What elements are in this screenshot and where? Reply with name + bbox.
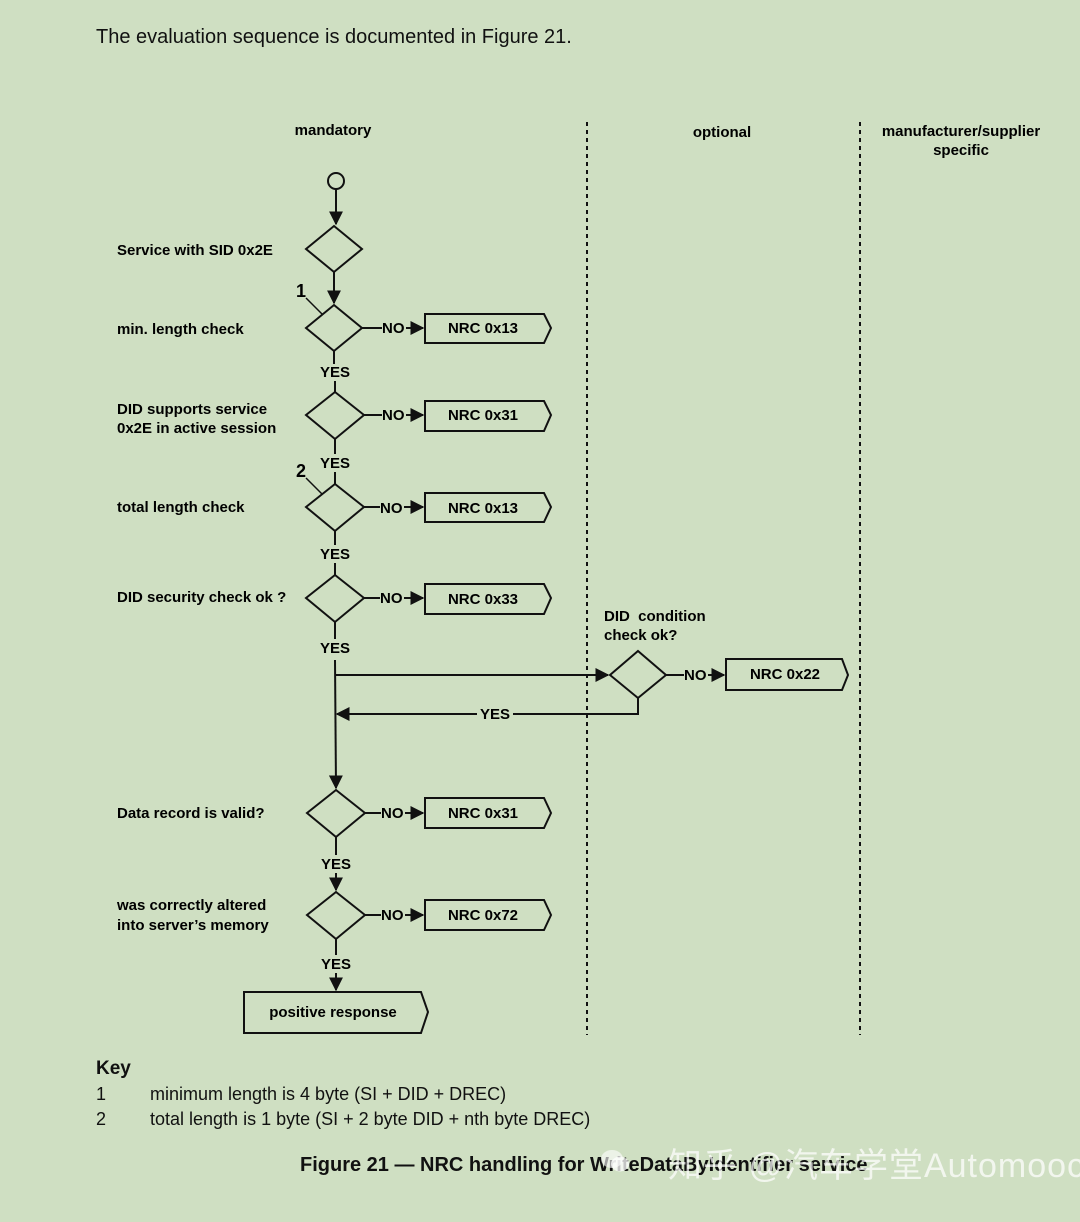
intro-text: The evaluation sequence is documented in… [96,26,572,48]
yes-return-path [513,698,639,715]
no-label: NO [381,805,404,822]
decision-altered [305,890,367,941]
decision-data-valid [305,788,367,839]
positive-response: positive response [269,1004,397,1021]
decision-min-length [304,303,364,353]
marker-2: 2 [296,461,306,481]
column-header-manufacturer-line2: specific [933,142,989,159]
marker-2-leader [305,477,323,495]
marker-1: 1 [296,281,306,301]
no-label: NO [382,407,405,424]
nrc-box-data-valid [424,797,553,829]
nrc-min-length: NRC 0x13 [448,320,518,337]
yes-label: YES [321,856,351,873]
flowchart: mandatory optional manufacturer/supplier… [116,122,1041,1035]
nrc-security: NRC 0x33 [448,591,518,608]
figure-caption: Figure 21 — NRC handling for WriteDataBy… [300,1154,868,1176]
no-label: NO [381,907,404,924]
nrc-box-altered [424,899,553,931]
column-header-optional: optional [693,124,751,141]
nrc-data-valid: NRC 0x31 [448,805,518,822]
key-item-text: total length is 1 byte (SI + 2 byte DID … [150,1109,591,1129]
check-label-min-length: min. length check [117,321,244,338]
check-label-data-valid: Data record is valid? [117,805,265,822]
wechat-watermark-icon [601,1150,629,1172]
check-label-condition-line2: check ok? [604,627,677,644]
key-item-text: minimum length is 4 byte (SI + DID + DRE… [150,1084,507,1104]
no-label: NO [380,590,403,607]
yes-label: YES [320,640,350,657]
yes-label: YES [320,364,350,381]
check-label-condition: DID condition [604,608,706,625]
yes-label: YES [321,956,351,973]
yes-label: YES [480,706,510,723]
key-title: Key [96,1058,131,1079]
decision-security [304,573,366,624]
nrc-condition: NRC 0x22 [750,666,820,683]
nrc-box-security [424,583,553,615]
check-label-altered: was correctly altered [116,897,266,914]
main-trunk [328,659,343,790]
nrc-did-support: NRC 0x31 [448,407,518,424]
nrc-box-min-length [424,313,553,344]
no-label: NO [382,320,405,337]
key-item: 2 total length is 1 byte (SI + 2 byte DID… [96,1109,590,1130]
yes-label: YES [320,546,350,563]
column-header-manufacturer: manufacturer/supplier [882,123,1041,140]
no-label: NO [684,667,707,684]
nrc-box-did-support [424,400,553,432]
check-label-sid: Service with SID 0x2E [117,242,273,259]
key-item-number: 2 [96,1109,107,1129]
watermark-text: 知乎 @汽车学堂Automooc [668,1147,1080,1185]
decision-condition [608,649,668,700]
nrc-total-length: NRC 0x13 [448,500,518,517]
nrc-box-condition [725,658,850,691]
nrc-altered: NRC 0x72 [448,907,518,924]
key-item: 1 minimum length is 4 byte (SI + DID + DR… [96,1084,506,1105]
positive-response-box [243,991,430,1034]
decision-did-support [304,390,366,441]
decision-sid [304,224,364,274]
start-node [327,172,345,190]
no-label: NO [380,500,403,517]
nrc-box-total-length [424,492,553,523]
check-label-total-length: total length check [117,499,245,516]
check-label-security: DID security check ok ? [117,589,286,606]
check-label-altered-line2: into server’s memory [117,917,269,934]
key-item-number: 1 [96,1084,107,1104]
check-label-did-support: DID supports service [117,401,267,418]
column-header-mandatory: mandatory [295,122,372,139]
decision-total-length [304,482,366,533]
marker-1-leader [305,297,323,315]
check-label-did-support-line2: 0x2E in active session [117,420,276,437]
yes-label: YES [320,455,350,472]
